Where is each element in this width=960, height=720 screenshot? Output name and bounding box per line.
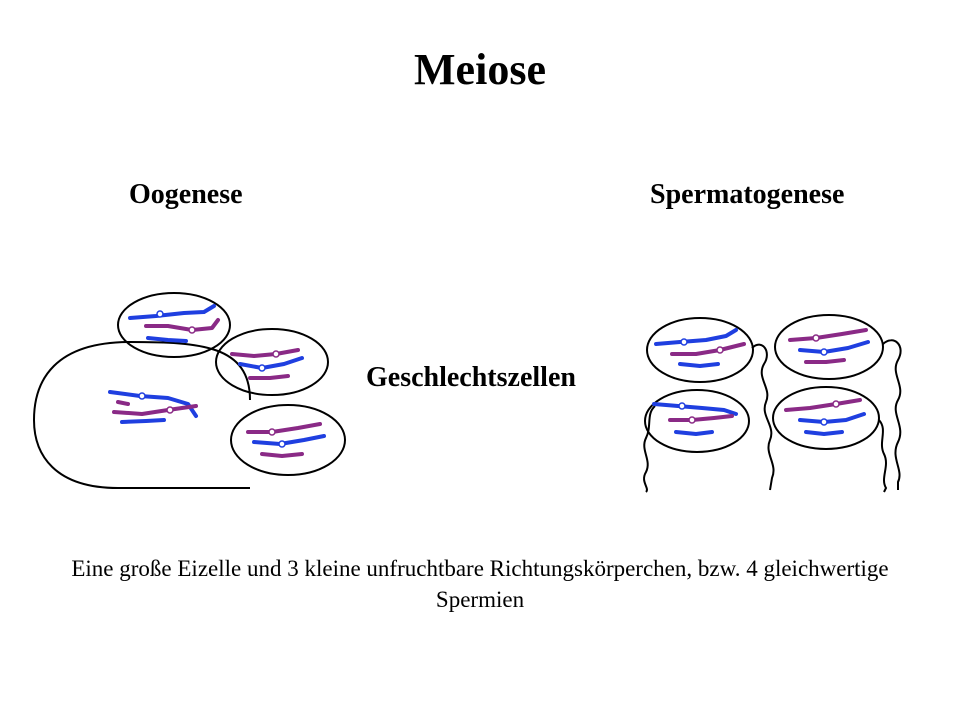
chromosome: [238, 356, 304, 370]
label-germ-cells: Geschlechtszellen: [366, 362, 576, 393]
centromere: [832, 400, 840, 408]
chromosome: [116, 400, 130, 406]
chromosome: [120, 418, 166, 424]
sperm-head-1: [646, 317, 754, 383]
centromere: [820, 418, 828, 426]
chromosome: [798, 340, 870, 354]
sperm-head-2: [774, 314, 884, 380]
heading-oogenesis: Oogenese: [129, 179, 243, 210]
chromosome: [260, 452, 304, 458]
polar-body-3: [230, 404, 346, 476]
centromere: [268, 428, 276, 436]
sperm-tail-3: [643, 405, 656, 493]
chromosome: [146, 336, 188, 343]
centromere: [258, 364, 266, 372]
chromosome: [784, 398, 862, 412]
chromosome: [252, 434, 326, 446]
centromere: [688, 416, 696, 424]
centromere: [156, 310, 164, 318]
chromosome: [144, 318, 220, 332]
centromere: [138, 392, 146, 400]
chromosome: [128, 304, 216, 320]
sperm-head-4: [772, 386, 880, 450]
centromere: [166, 406, 174, 414]
chromosome: [246, 422, 322, 434]
heading-spermatogenesis: Spermatogenese: [650, 179, 845, 210]
chromosome: [654, 328, 738, 346]
chromosome: [230, 348, 300, 358]
chromosome: [248, 374, 290, 380]
chromosome: [804, 430, 844, 436]
chromosome: [804, 358, 846, 364]
chromosome: [112, 404, 198, 416]
centromere: [272, 350, 280, 358]
polar-body-1: [117, 292, 231, 358]
chromosome: [674, 430, 714, 436]
centromere: [678, 402, 686, 410]
centromere: [716, 346, 724, 354]
chromosome: [668, 414, 734, 422]
centromere: [680, 338, 688, 346]
centromere: [188, 326, 196, 334]
sperm-tail-1: [751, 343, 775, 491]
sperm-tail-2: [882, 339, 902, 490]
centromere: [278, 440, 286, 448]
chromosome: [798, 412, 866, 424]
centromere: [820, 348, 828, 356]
sperm-tail-4: [878, 419, 888, 493]
chromosome: [788, 328, 868, 342]
sperm-head-3: [644, 389, 750, 453]
polar-body-2: [215, 328, 329, 396]
caption-text: Eine große Eizelle und 3 kleine unfrucht…: [71, 556, 889, 612]
chromosome: [670, 342, 746, 356]
centromere: [812, 334, 820, 342]
chromosome: [678, 362, 720, 368]
page-title: Meiose: [414, 45, 546, 94]
chromosome: [652, 402, 738, 416]
